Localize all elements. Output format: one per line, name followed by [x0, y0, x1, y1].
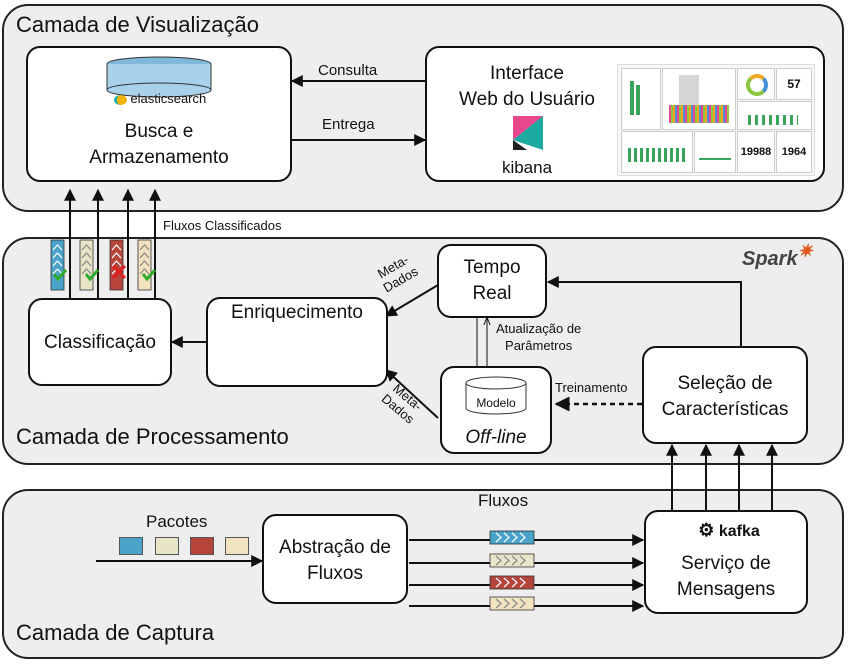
- kafka-label: kafka: [718, 523, 760, 540]
- spark-star-icon: ✷: [797, 241, 813, 261]
- box-enriquecimento: Enriquecimento: [206, 297, 388, 387]
- model-database-icon: [465, 376, 527, 415]
- abstracao-line1: Abstração de: [279, 537, 391, 558]
- classified-flow-red: [109, 239, 127, 291]
- database-icon: [106, 56, 212, 98]
- label-consulta: Consulta: [318, 62, 378, 79]
- dash-stat-3: 1964: [776, 131, 812, 173]
- tempo-real-line1: Tempo: [463, 257, 521, 278]
- selecao-line1: Seleção de: [677, 373, 773, 394]
- servico-line1: Serviço de: [681, 553, 771, 574]
- spark-label: Spark: [742, 248, 798, 270]
- dash-panel-bars-2: [737, 101, 812, 130]
- enriquecimento-label: Enriquecimento: [230, 302, 364, 323]
- packet-cream: [155, 537, 179, 555]
- dash-panel-bars: [621, 68, 661, 130]
- box-abstracao-fluxos: Abstração de Fluxos: [262, 514, 408, 604]
- selecao-line2: Características: [661, 399, 789, 420]
- kibana-icon: [513, 116, 543, 150]
- interface-line2: Web do Usuário: [459, 89, 595, 110]
- dash-panel-area: [621, 131, 693, 173]
- arrow-selecao-tempo: [546, 276, 742, 346]
- offline-label: Off-line: [465, 427, 527, 448]
- model-label: Modelo: [476, 396, 516, 410]
- flow-icon-cream-2: [489, 596, 535, 611]
- kibana-label: kibana: [501, 158, 553, 177]
- classified-flow-blue: [50, 239, 68, 291]
- dash-panel-line: [694, 131, 736, 173]
- flow-icon-cream: [489, 553, 535, 568]
- box-busca-armazenamento: elasticsearch Busca e Armazenamento: [26, 46, 292, 182]
- arrow-tempo-enriq: [384, 284, 439, 317]
- classified-flow-cream: [79, 239, 100, 291]
- label-treinamento: Treinamento: [555, 380, 628, 395]
- tempo-real-line2: Real: [472, 283, 512, 304]
- dash-stat-1-value: 57: [787, 77, 801, 91]
- busca-line1: Busca e: [124, 121, 194, 142]
- label-pacotes: Pacotes: [146, 512, 208, 531]
- flow-icon-red: [489, 575, 535, 590]
- box-offline: Modelo Off-line: [440, 366, 552, 454]
- layer-title-visualizacao: Camada de Visualização: [16, 12, 259, 37]
- arrow-offline-enriq: [385, 369, 439, 419]
- box-classificacao: Classificação: [28, 298, 172, 386]
- dash-stat-2-value: 19988: [740, 146, 772, 158]
- classificacao-label: Classificação: [44, 332, 156, 353]
- label-fluxos: Fluxos: [478, 491, 529, 510]
- elasticsearch-icon: [113, 94, 127, 105]
- elasticsearch-logo: elasticsearch: [104, 90, 216, 108]
- label-atualizacao: Atualização de Parâmetros: [496, 320, 581, 354]
- label-atualizacao-text: Atualização de Parâmetros: [496, 321, 582, 353]
- kafka-icon: ⚙: [698, 520, 715, 540]
- packet-red: [190, 537, 214, 555]
- packet-cream-2: [225, 537, 249, 555]
- box-interface-web: Interface Web do Usuário kibana 57: [425, 46, 825, 182]
- layer-title-processamento: Camada de Processamento: [16, 424, 289, 449]
- dash-stat-3-value: 1964: [781, 146, 807, 158]
- dash-panel-donut: [737, 68, 775, 100]
- packet-blue: [119, 537, 143, 555]
- label-fluxos-classificados: Fluxos Classificados: [163, 218, 282, 233]
- kafka-logo: ⚙ kafka: [684, 518, 774, 542]
- box-tempo-real: Tempo Real: [437, 244, 547, 318]
- flow-icon-blue: [489, 530, 535, 545]
- abstracao-line2: Fluxos: [307, 563, 363, 584]
- box-selecao-caracteristicas: Seleção de Características: [642, 346, 808, 444]
- dash-stat-2: 19988: [737, 131, 775, 173]
- dash-panel-histogram: [662, 68, 736, 130]
- classified-flow-cream-2: [137, 239, 157, 291]
- elasticsearch-label: elasticsearch: [130, 91, 207, 106]
- layer-title-captura: Camada de Captura: [16, 620, 215, 645]
- interface-line1: Interface: [490, 63, 564, 84]
- dash-stat-1: 57: [776, 68, 812, 100]
- servico-line2: Mensagens: [676, 579, 776, 600]
- box-servico-mensagens: ⚙ kafka Serviço de Mensagens: [644, 510, 808, 614]
- spark-logo: Spark✷: [742, 241, 813, 271]
- label-entrega: Entrega: [322, 116, 375, 133]
- busca-line2: Armazenamento: [89, 147, 229, 168]
- dashboard-thumbnail: 57 19988 1964: [617, 64, 815, 176]
